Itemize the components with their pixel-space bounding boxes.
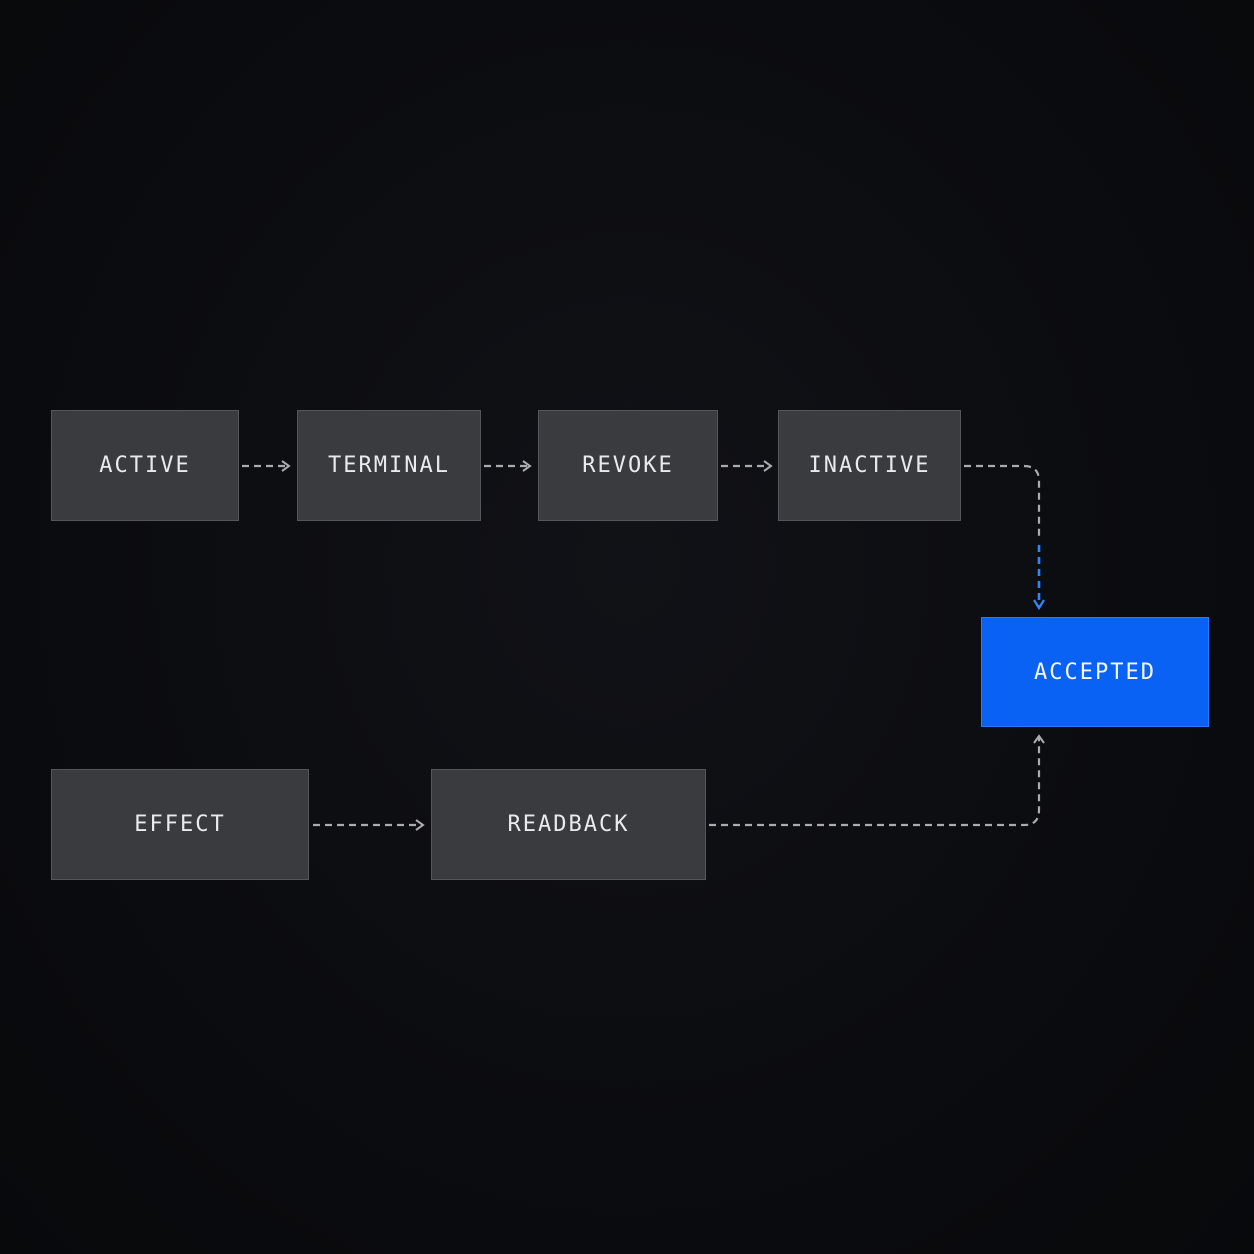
node-revoke: REVOKE bbox=[538, 410, 718, 521]
node-inactive-label: INACTIVE bbox=[808, 453, 931, 478]
node-effect: EFFECT bbox=[51, 769, 309, 880]
edge-readback-accepted bbox=[709, 734, 1045, 827]
node-active-label: ACTIVE bbox=[99, 453, 191, 478]
node-active: ACTIVE bbox=[51, 410, 239, 521]
node-effect-label: EFFECT bbox=[134, 812, 226, 837]
node-accepted: ACCEPTED bbox=[981, 617, 1209, 727]
node-revoke-label: REVOKE bbox=[582, 453, 674, 478]
node-readback: READBACK bbox=[431, 769, 706, 880]
node-terminal-label: TERMINAL bbox=[328, 453, 450, 478]
node-accepted-label: ACCEPTED bbox=[1034, 659, 1156, 685]
edge-inactive-accepted bbox=[964, 464, 1041, 540]
node-inactive: INACTIVE bbox=[778, 410, 961, 521]
node-readback-label: READBACK bbox=[507, 812, 630, 837]
node-terminal: TERMINAL bbox=[297, 410, 481, 521]
